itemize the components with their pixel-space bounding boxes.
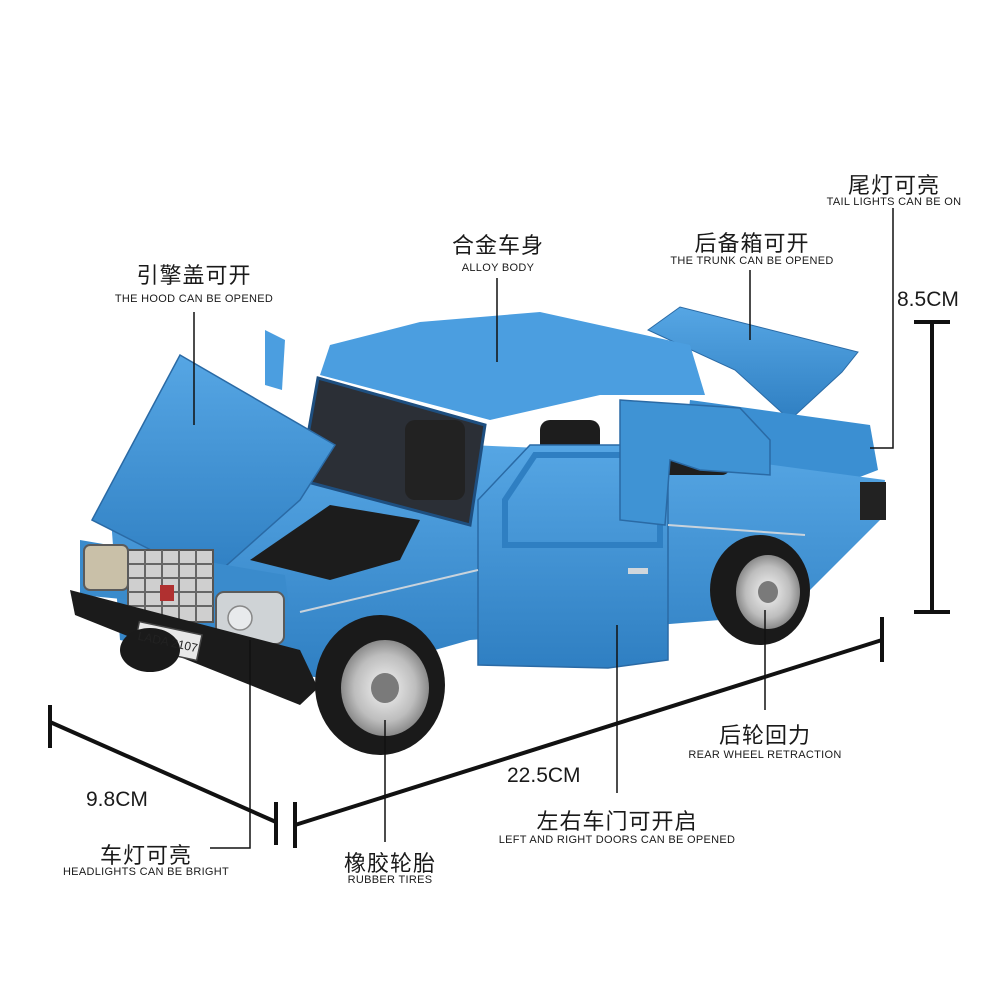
- door-handle: [628, 568, 648, 574]
- side-trim: [667, 524, 806, 536]
- height-dimension-label: 8.5CM: [897, 288, 959, 311]
- dimension-width: [48, 705, 278, 845]
- length-dimension-label: 22.5CM: [507, 764, 581, 787]
- tires-label-zh: 橡胶轮胎: [343, 852, 437, 877]
- hood-label-en: THE HOOD CAN BE OPENED: [114, 293, 274, 305]
- taillight-label-en: TAIL LIGHTS CAN BE ON: [826, 196, 962, 208]
- tires-label-en: RUBBER TIRES: [347, 874, 433, 886]
- body-label-en: ALLOY BODY: [461, 262, 535, 274]
- headlight-label-en: HEADLIGHTS CAN BE BRIGHT: [62, 866, 230, 878]
- car-roof: [320, 312, 705, 420]
- dimension-height: [914, 320, 950, 614]
- rearwheel-label-en: REAR WHEEL RETRACTION: [688, 749, 842, 761]
- grille-badge: [160, 585, 174, 601]
- headlight-lamp: [227, 605, 253, 631]
- side-trim: [299, 569, 479, 613]
- rear-door: [619, 399, 771, 526]
- callout-line-taillight: [870, 208, 894, 449]
- rear-bumper: [860, 482, 886, 520]
- dimension-length: [293, 617, 884, 848]
- headlight-left: [83, 544, 129, 591]
- trunk-label-zh: 后备箱可开: [694, 232, 810, 257]
- callout-lines: [193, 208, 894, 849]
- toy-car: [70, 306, 886, 755]
- callout-line-headlight: [210, 640, 251, 849]
- rearwheel-label-zh: 后轮回力: [718, 724, 812, 749]
- doors-label-en: LEFT AND RIGHT DOORS CAN BE OPENED: [498, 834, 736, 846]
- trunk-lid: [647, 306, 859, 421]
- hood-label-zh: 引擎盖可开: [136, 264, 252, 289]
- interior-seat: [405, 420, 465, 500]
- front-wheel: [315, 615, 445, 755]
- trunk-label-en: THE TRUNK CAN BE OPENED: [670, 255, 834, 267]
- doors-label-zh: 左右车门可开启: [536, 810, 698, 835]
- rear-wheel: [710, 535, 810, 645]
- far-wheel: [120, 628, 180, 672]
- hood-side: [265, 330, 285, 390]
- body-label-zh: 合金车身: [451, 234, 545, 259]
- width-dimension-label: 9.8CM: [86, 788, 148, 811]
- taillight-label-zh: 尾灯可亮: [847, 174, 941, 199]
- headlight-label-zh: 车灯可亮: [99, 844, 193, 869]
- engine-bay: [250, 505, 420, 580]
